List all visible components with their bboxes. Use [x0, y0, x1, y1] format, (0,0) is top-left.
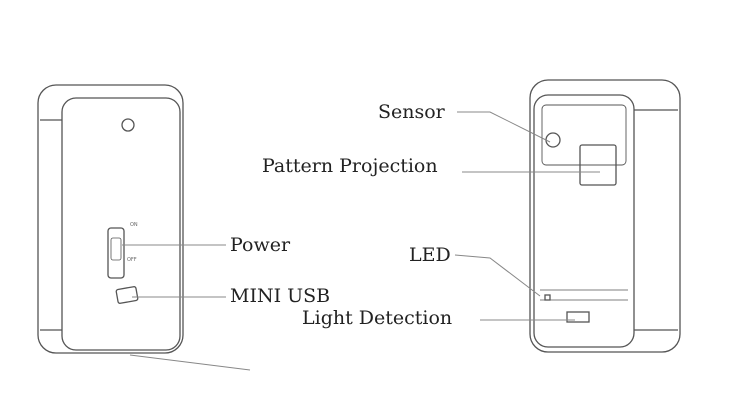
- projection-window: [579, 144, 617, 186]
- label-power: Power: [230, 234, 291, 256]
- device-back-face: [533, 94, 635, 348]
- led-indicator: [544, 294, 551, 301]
- label-light-detection: Light Detection: [302, 307, 453, 329]
- light-detection-window: [566, 311, 590, 323]
- device-body-outline: [37, 84, 184, 354]
- device-body-outline: [529, 79, 681, 353]
- power-switch: [107, 227, 125, 279]
- mount-hole-icon: [121, 118, 135, 132]
- switch-off-label: OFF: [127, 257, 137, 263]
- device-back-view: [529, 79, 681, 353]
- mini-usb-port: [115, 286, 139, 304]
- leader-lines: [122, 111, 600, 371]
- label-mini-usb: MINI USB: [230, 285, 331, 307]
- switch-on-label: ON: [130, 222, 138, 228]
- label-sensor: Sensor: [378, 101, 445, 123]
- device-front-face: [61, 97, 181, 351]
- label-led: LED: [409, 244, 451, 266]
- label-pattern-projection: Pattern Projection: [262, 155, 438, 177]
- device-front-view: [37, 84, 184, 354]
- sensor-lens: [545, 132, 561, 148]
